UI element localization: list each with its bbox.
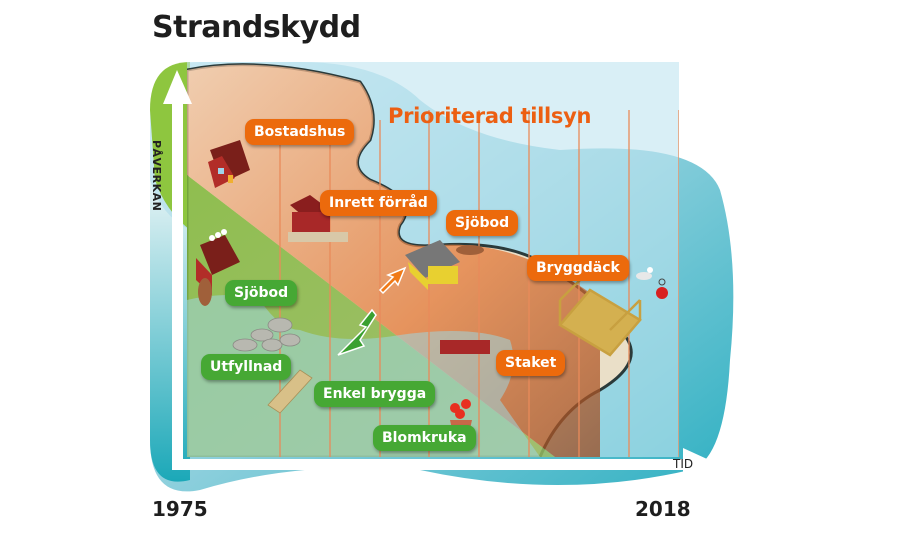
zone-heading: Prioriterad tillsyn <box>388 104 592 128</box>
start-year: 1975 <box>152 497 208 521</box>
stone-fill-icon <box>232 317 301 352</box>
buoy-icon <box>656 278 668 299</box>
page-title: Strandskydd <box>152 10 361 45</box>
label-sjobod-high: Sjöbod <box>446 210 519 236</box>
label-blomkruka: Blomkruka <box>373 425 476 451</box>
furnished-storehouse-icon <box>288 195 348 242</box>
boathouse-icon <box>196 229 240 306</box>
axis-arrows <box>163 70 718 482</box>
down-arrow-icon <box>337 308 377 356</box>
label-bryggdack: Bryggdäck <box>527 255 629 281</box>
y-axis-label: PÅVERKAN <box>150 140 163 212</box>
boathouse-icon <box>405 240 484 290</box>
label-bostadshus: Bostadshus <box>245 119 355 145</box>
fence-icon <box>440 340 490 354</box>
label-inrett-forrad: Inrett förråd <box>320 190 437 216</box>
label-utfyllnad: Utfyllnad <box>201 354 292 380</box>
label-enkel-brygga: Enkel brygga <box>314 381 436 407</box>
label-staket: Staket <box>496 350 566 376</box>
simple-jetty-icon <box>267 369 313 414</box>
house-icon <box>208 140 250 188</box>
seagull-icon <box>636 267 653 280</box>
end-year: 2018 <box>635 497 691 521</box>
x-axis-label: TID <box>673 457 694 471</box>
label-sjobod-low: Sjöbod <box>225 280 298 306</box>
up-arrow-icon <box>378 266 407 295</box>
